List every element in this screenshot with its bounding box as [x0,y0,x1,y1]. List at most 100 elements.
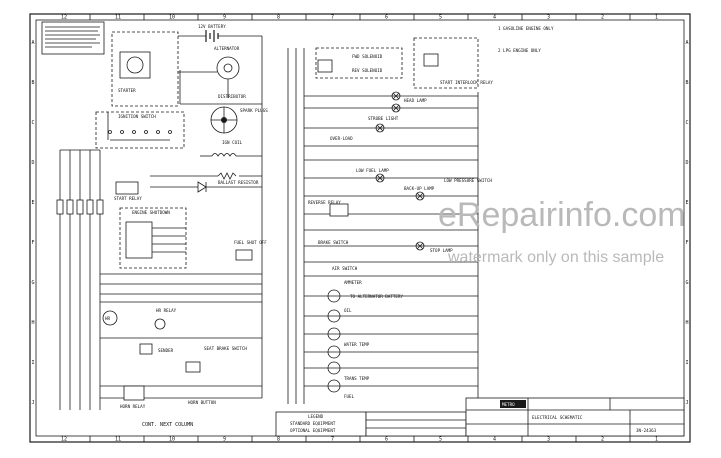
low-fuel-label: LOW FUEL LAMP [356,168,389,173]
hr-relay-label: HR RELAY [156,308,177,313]
grid-left-B: B [32,80,35,86]
grid-bottom-7: 7 [331,437,334,443]
brake-switch-label: BRAKE SWITCH [318,240,349,245]
starter-label: STARTER [118,88,136,93]
fuel-solenoid-icon [235,249,253,261]
ignition-switch-contacts [108,130,172,141]
horn-relay-label: HORN RELAY [120,404,146,409]
overload-label: OVER-LOAD [330,136,353,141]
grid-bottom-1: 1 [655,437,658,443]
ign-coil-icon [211,153,237,157]
svg-text:HR: HR [105,316,111,321]
start-interlock-label: START INTERLOCK RELAY [440,80,493,85]
fwd-solenoid-label: FWD SOLENOID [352,54,383,59]
grid-left-A: A [32,40,35,46]
grid-top-4: 4 [493,15,496,21]
grid-top-12: 12 [61,15,67,21]
starter-motor [119,51,151,79]
grid-top-9: 9 [223,15,226,21]
grid-bottom-5: 5 [439,437,442,443]
grid-right-C: C [686,120,689,126]
watermark-note: watermark only on this sample [447,249,664,266]
start-relay-label: START RELAY [114,196,142,201]
note-gasoline: 1 GASOLINE ENGINE ONLY [498,26,554,31]
grid-right-I: I [686,360,689,366]
ign-coil-label: IGN COIL [222,140,243,145]
grid-top-5: 5 [439,15,442,21]
cont-next-column: CONT. NEXT COLUMN [142,422,193,428]
grid-top-7: 7 [331,15,334,21]
horn-button-label: HORN BUTTON [188,400,216,405]
spark-plugs-label: SPARK PLUGS [240,108,268,113]
grid-bottom-6: 6 [385,437,388,443]
grid-top-10: 10 [169,15,175,21]
stop-lamp-label: STOP LAMP [430,248,453,253]
grid-left-F: F [32,240,35,246]
grid-left-J: J [32,400,35,406]
rev-solenoid-label: REV SOLENOID [352,68,383,73]
grid-left-D: D [32,160,35,166]
legend-box [275,411,367,437]
grid-right-E: E [686,200,689,206]
grid-bottom-2: 2 [601,437,604,443]
alternator-icon [216,56,240,80]
battery-terminal-label: TO ALTERNATOR BATTERY [350,294,403,299]
trans-temp-label: TRANS TEMP [344,376,370,381]
drawing-number: 3N-24363 [636,428,657,433]
grid-right-H: H [686,320,689,326]
engine-shutdown-box [119,207,187,269]
company-logo-text: METRO [502,402,515,407]
lamp-icons [375,91,425,251]
engine-shutdown-label: ENGINE SHUTDOWN [132,210,170,215]
grid-bottom-11: 11 [115,437,121,443]
diode-icon [197,181,207,193]
legend-optional: OPTIONAL EQUIPMENT [290,428,336,433]
sender-label: SENDER [158,348,174,353]
starter-armature [126,56,144,74]
grid-right-A: A [686,40,689,46]
grid-right-G: G [686,280,689,286]
watermark-site: eRepairinfo.com [438,196,686,234]
back-up-label: BACK-UP LAMP [404,186,435,191]
left-bus-wires [59,36,263,410]
oil-label: OIL [344,308,352,313]
air-switch-label: AIR SWITCH [332,266,358,271]
drawing-title: ELECTRICAL SCHEMATIC [532,415,583,420]
grid-bottom-9: 9 [223,437,226,443]
start-interlock-box [413,37,479,89]
grid-right-D: D [686,160,689,166]
ignition-switch-label: IGNITION SWITCH [118,114,156,119]
grid-top-11: 11 [115,15,121,21]
reverse-relay-label: REVERSE RELAY [308,200,341,205]
ballast-resistor-label: BALLAST RESISTOR [218,180,259,185]
sender-icon [139,343,153,355]
grid-top-3: 3 [547,15,550,21]
grid-right-J: J [686,400,689,406]
grid-left-C: C [32,120,35,126]
note-lpg: 2 LPG ENGINE ONLY [498,48,541,53]
fuel-label: FUEL [344,394,355,399]
grid-top-1: 1 [655,15,658,21]
gauge-icons [327,289,341,393]
battery-icon [178,30,262,42]
ignition-switch-box [95,111,185,149]
rung-wires [304,95,478,387]
head-lamp-label: HEAD LAMP [404,98,427,103]
start-relay-icon [115,181,139,195]
grid-left-H: H [32,320,35,326]
starter-dashed-box [111,31,179,107]
distributor-label: DISTRIBUTOR [218,94,246,99]
grid-right-B: B [686,80,689,86]
grid-left-I: I [32,360,35,366]
warning-note-box [41,21,105,55]
ammeter-label: AMMETER [344,280,362,285]
grid-top-8: 8 [277,15,280,21]
grid-bottom-4: 4 [493,437,496,443]
solenoid-box [315,47,403,79]
battery-label: 12V BATTERY [198,24,226,29]
reverse-relay-icon [329,203,349,217]
grid-bottom-12: 12 [61,437,67,443]
revision-strip [365,411,467,437]
legend-standard: STANDARD EQUIPMENT [290,421,336,426]
